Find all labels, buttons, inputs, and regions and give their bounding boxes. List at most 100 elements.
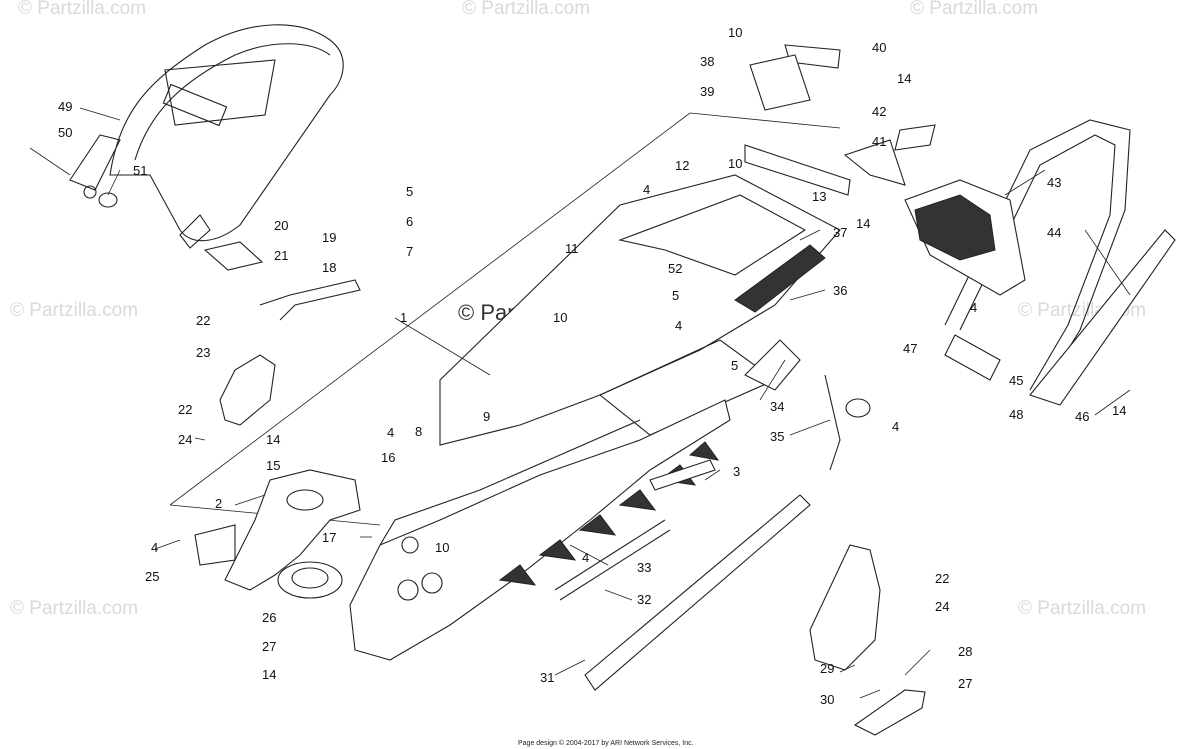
callout-41: 41 — [872, 134, 886, 149]
callout-14: 14 — [262, 667, 276, 682]
callout-10: 10 — [435, 540, 449, 555]
callout-4: 4 — [582, 550, 589, 565]
callout-8: 8 — [415, 424, 422, 439]
callout-18: 18 — [322, 260, 336, 275]
callout-24: 24 — [178, 432, 192, 447]
callout-22: 22 — [935, 571, 949, 586]
callout-4: 4 — [387, 425, 394, 440]
bracket-part-21-23 — [219, 279, 361, 426]
callout-24: 24 — [935, 599, 949, 614]
part-34 — [744, 339, 801, 391]
part-20 — [203, 241, 264, 271]
part-35 — [824, 374, 871, 471]
callout-47: 47 — [903, 341, 917, 356]
callout-19: 19 — [322, 230, 336, 245]
callout-4: 4 — [970, 300, 977, 315]
callout-5: 5 — [672, 288, 679, 303]
part-3 — [649, 459, 716, 491]
callout-31: 31 — [540, 670, 554, 685]
callout-30: 30 — [820, 692, 834, 707]
leader-lines — [29, 107, 1131, 699]
running-board-part — [584, 494, 811, 691]
callout-29: 29 — [820, 661, 834, 676]
rear-bumper-part — [944, 119, 1176, 406]
callout-39: 39 — [700, 84, 714, 99]
callout-labels: 1 2 3 4 4 4 4 4 4 4 5 5 5 6 7 8 9 10 10 … — [58, 25, 1126, 707]
callout-46: 46 — [1075, 409, 1089, 424]
strip-part-33 — [554, 519, 671, 601]
callout-27: 27 — [958, 676, 972, 691]
callout-16: 16 — [381, 450, 395, 465]
callout-28: 28 — [958, 644, 972, 659]
callout-37: 37 — [833, 225, 847, 240]
callout-21: 21 — [274, 248, 288, 263]
callout-5: 5 — [731, 358, 738, 373]
callout-33: 33 — [637, 560, 651, 575]
callout-2: 2 — [215, 496, 222, 511]
seat-part — [69, 24, 344, 249]
tunnel-part — [439, 174, 841, 446]
callout-49: 49 — [58, 99, 72, 114]
watermark: © Partzilla.com — [1018, 598, 1146, 619]
part-25 — [194, 524, 236, 566]
callout-50: 50 — [58, 125, 72, 140]
callout-4: 4 — [643, 182, 650, 197]
left-bracket-part — [224, 469, 361, 591]
callout-6: 6 — [406, 214, 413, 229]
callout-14: 14 — [897, 71, 911, 86]
callout-48: 48 — [1009, 407, 1023, 422]
callout-1: 1 — [400, 310, 407, 325]
callout-38: 38 — [700, 54, 714, 69]
callout-14: 14 — [266, 432, 280, 447]
callout-22: 22 — [178, 402, 192, 417]
callout-34: 34 — [770, 399, 784, 414]
callout-15: 15 — [266, 458, 280, 473]
callout-40: 40 — [872, 40, 886, 55]
callout-17: 17 — [322, 530, 336, 545]
callout-23: 23 — [196, 345, 210, 360]
watermark: © Partzilla.com — [462, 0, 590, 19]
callout-51: 51 — [133, 163, 147, 178]
callout-13: 13 — [812, 189, 826, 204]
callout-4: 4 — [892, 419, 899, 434]
callout-44: 44 — [1047, 225, 1061, 240]
watermark: © Partzilla.com — [10, 598, 138, 619]
callout-35: 35 — [770, 429, 784, 444]
watermark: © Partzilla.com — [910, 0, 1038, 19]
callout-36: 36 — [833, 283, 847, 298]
callout-14: 14 — [856, 216, 870, 231]
callout-10: 10 — [728, 25, 742, 40]
callout-5: 5 — [406, 184, 413, 199]
callout-27: 27 — [262, 639, 276, 654]
watermark: © Partzilla.com — [18, 0, 146, 19]
callout-32: 32 — [637, 592, 651, 607]
bar-part-13 — [744, 144, 851, 196]
footplate-part-29 — [809, 544, 881, 671]
callout-22: 22 — [196, 313, 210, 328]
bracket-part-40 — [749, 44, 841, 111]
callout-9: 9 — [483, 409, 490, 424]
callout-42: 42 — [872, 104, 886, 119]
callout-7: 7 — [406, 244, 413, 259]
part-28 — [853, 689, 926, 736]
callout-12: 12 — [675, 158, 689, 173]
part-26 — [277, 561, 343, 599]
callout-4: 4 — [151, 540, 158, 555]
footer-copyright: Page design © 2004-2017 by ARI Network S… — [518, 739, 694, 747]
callout-14: 14 — [1112, 403, 1126, 418]
callout-52: 52 — [668, 261, 682, 276]
callout-10: 10 — [553, 310, 567, 325]
part-41-42 — [843, 124, 936, 186]
callout-45: 45 — [1009, 373, 1023, 388]
callout-4: 4 — [675, 318, 682, 333]
callout-11: 11 — [565, 241, 579, 256]
callout-20: 20 — [274, 218, 288, 233]
callout-26: 26 — [262, 610, 276, 625]
callout-43: 43 — [1047, 175, 1061, 190]
callout-10: 10 — [728, 156, 742, 171]
rear-flap-part — [904, 179, 1026, 296]
callout-3: 3 — [733, 464, 740, 479]
callout-25: 25 — [145, 569, 159, 584]
watermark: © Partzilla.com — [10, 300, 138, 321]
